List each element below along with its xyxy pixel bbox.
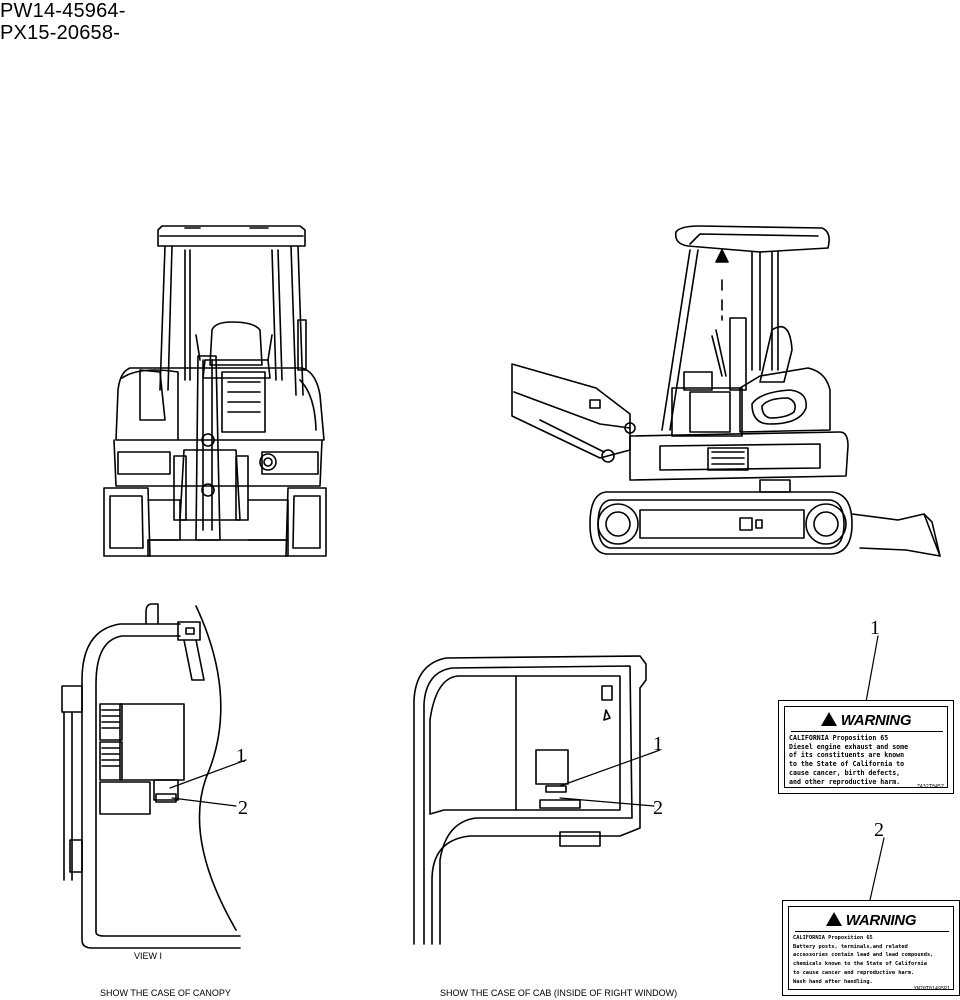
excavator-side-view	[511, 225, 941, 557]
callout-canopy-2: 2	[238, 797, 248, 819]
label-line: accessories contain lead and lead compou…	[793, 952, 934, 959]
label-line: Battery posts, terminals,and related	[793, 943, 908, 950]
warning-label-2-text: CALIFORNIA Proposition 65 Battery posts,…	[793, 934, 951, 986]
warning-label-1-title: WARNING	[785, 712, 947, 729]
warning-label-1-text: CALIFORNIA Proposition 65 Diesel engine …	[789, 734, 945, 786]
label-line: to the State of California to	[789, 760, 905, 769]
callout-canopy-1: 1	[236, 745, 246, 767]
canopy-pillar-detail	[61, 603, 247, 949]
canopy-caption: SHOW THE CASE OF CANOPY	[100, 988, 231, 998]
label-line: Diesel engine exhaust and some	[789, 742, 909, 751]
serial-number-range-2: PX15-20658-	[0, 22, 121, 44]
view-caption: VIEW I	[134, 951, 163, 961]
warning-triangle-icon	[820, 712, 837, 726]
label-line: CALIFORNIA Proposition 65	[789, 734, 889, 742]
warning-triangle-icon	[825, 912, 842, 926]
label-line: chemicals known to the State of Californ…	[793, 961, 927, 968]
callout-cab-2: 2	[653, 797, 663, 819]
cab-caption: SHOW THE CASE OF CAB (INSIDE OF RIGHT WI…	[440, 988, 678, 998]
label-line: and other reproductive harm.	[789, 777, 901, 786]
label-line: to cause cancer and reproductive harm.	[793, 969, 915, 976]
warning-label-2-title: WARNING	[789, 912, 953, 929]
label-line: Wash hand after handling.	[793, 978, 873, 985]
warning-label-1-code: ZA32T8457	[916, 784, 944, 790]
callout-cab-1: 1	[653, 733, 663, 755]
callout-label-1: 1	[870, 617, 880, 639]
label-line: cause cancer, birth defects,	[789, 768, 901, 777]
serial-number-range-1: PW14-45964-	[0, 0, 126, 22]
excavator-front-view	[103, 225, 327, 557]
warning-label-2: WARNING CALIFORNIA Proposition 65 Batter…	[782, 900, 960, 996]
warning-label-2-code: YN20T01495P1	[913, 986, 950, 992]
label-line: of its constituents are known	[789, 751, 905, 760]
label-line: CALIFORNIA Proposition 65	[793, 935, 873, 941]
callout-label-2: 2	[874, 819, 884, 841]
cab-window-detail	[413, 655, 661, 945]
warning-label-1: WARNING CALIFORNIA Proposition 65 Diesel…	[778, 700, 954, 794]
